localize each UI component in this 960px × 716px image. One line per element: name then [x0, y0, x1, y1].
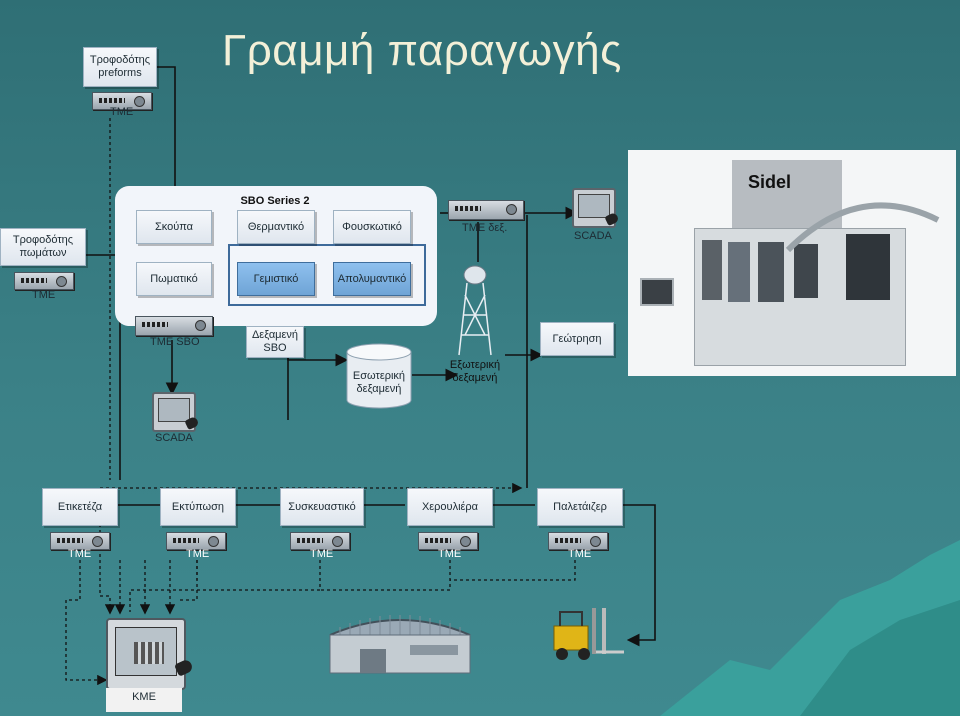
station-heater: Θερμαντικό: [237, 210, 315, 244]
tme-device-preforms: [92, 92, 152, 110]
sbo-series-label: SBO Series 2: [240, 194, 310, 207]
warehouse-icon: [329, 615, 471, 674]
line-station-packer: Συσκευαστικό: [280, 488, 364, 526]
line-station-handler: Χερουλιέρα: [407, 488, 493, 526]
tme-device-line-1: [50, 532, 110, 550]
station-capper: Πωματικό: [136, 262, 212, 296]
line-station-labeler: Ετικετέζα: [42, 488, 118, 526]
sbo-filling-group: [228, 244, 426, 306]
water-tower-icon: [458, 265, 492, 356]
tme-caps-label: TME: [32, 289, 56, 301]
tme-line-4-label: TME: [438, 548, 462, 560]
tme-preforms-label: TME: [110, 106, 134, 118]
tme-line-3-label: TME: [310, 548, 334, 560]
station-blower: Φουσκωτικό: [333, 210, 411, 244]
internal-tank-icon: [346, 343, 412, 409]
scada-left-label: SCADA: [155, 432, 193, 444]
tme-device-line-3: [290, 532, 350, 550]
sidel-brand: Sidel: [748, 172, 792, 192]
kme-label: KME: [132, 690, 156, 703]
scada-terminal-icon: [152, 392, 200, 432]
tme-line-2-label: TME: [186, 548, 210, 560]
sidel-machine-photo: Sidel: [628, 150, 956, 376]
drilling-box: Γεώτρηση: [540, 322, 614, 356]
line-station-palletizer: Παλετάιζερ: [537, 488, 623, 526]
tme-device-line-4: [418, 532, 478, 550]
scada-top-terminal-icon: [572, 188, 620, 228]
tme-tank-label: TME δεξ.: [462, 222, 508, 234]
tme-sbo-device: [135, 316, 213, 336]
internal-tank-label: Εσωτερική δεξαμενή: [352, 370, 406, 395]
kme-terminal-icon: [106, 618, 194, 690]
supplier-caps: Τροφοδότης πωμάτων: [0, 228, 86, 266]
tme-device-line-2: [166, 532, 226, 550]
external-tank-label: Εξωτερική δεξαμενή: [449, 359, 501, 384]
tme-sbo-label: TME SBO: [150, 336, 200, 348]
sbo-panel: [115, 186, 437, 326]
mountain-backdrop: [660, 540, 960, 716]
page-title: Γραμμή παραγωγής: [222, 26, 622, 75]
supplier-preforms: Τροφοδότης preforms: [83, 47, 157, 87]
tme-device-caps: [14, 272, 74, 290]
tank-sbo: Δεξαμενή SBO: [246, 326, 304, 358]
station-broom: Σκούπα: [136, 210, 212, 244]
tme-line-5-label: TME: [568, 548, 592, 560]
kme-label-plate: [106, 688, 182, 712]
line-station-printing: Εκτύπωση: [160, 488, 236, 526]
station-rinser: Απολυμαντικό: [333, 262, 411, 296]
tme-device-line-5: [548, 532, 608, 550]
forklift-icon: [553, 608, 624, 660]
station-filler: Γεμιστικό: [237, 262, 315, 296]
scada-top-label: SCADA: [574, 230, 612, 242]
tme-tank-device: [448, 200, 524, 220]
tme-line-1-label: TME: [68, 548, 92, 560]
